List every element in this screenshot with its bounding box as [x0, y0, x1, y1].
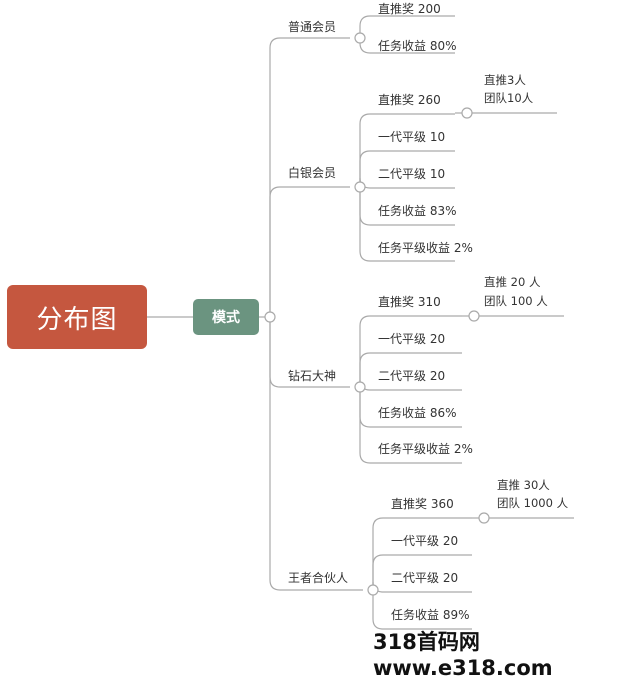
tier-diamond-bonus-0: 直推 20 人	[484, 275, 541, 289]
tier-node-king-partner[interactable]: 王者合伙人	[288, 571, 349, 585]
bonus-junction-2	[468, 310, 480, 322]
bonus-junction-3	[478, 512, 490, 524]
tier-silver-bonus-1: 团队10人	[484, 91, 534, 105]
tier-diamond-item-0: 直推奖 310	[378, 295, 441, 309]
item-connector-3-0	[372, 517, 472, 590]
tier-node-regular-member[interactable]: 普通会员	[288, 20, 337, 34]
tier-silver-bonus-0: 直推3人	[484, 73, 526, 87]
tier-diamond-bonus-1: 团队 100 人	[484, 294, 548, 308]
tier-diamond-item-4: 任务平级收益 2%	[378, 442, 473, 456]
root-node[interactable]: 分布图	[7, 285, 147, 349]
mode-node[interactable]: 模式	[193, 299, 259, 335]
tier-diamond-item-3: 任务收益 86%	[378, 406, 457, 420]
tier-node-silver-member[interactable]: 白银会员	[288, 166, 337, 180]
item-connector-0-0	[359, 15, 455, 38]
tier-junction-1	[354, 181, 366, 193]
watermark: 318首码网 www.e318.com	[373, 630, 620, 680]
tier-connector-3	[269, 317, 363, 591]
tier-silver-item-1: 一代平级 10	[378, 130, 446, 144]
hub-junction	[264, 311, 276, 323]
tier-diamond-item-1: 一代平级 20	[378, 332, 446, 346]
tier-king-bonus-0: 直推 30人	[497, 478, 550, 492]
item-connector-2-1	[359, 352, 462, 387]
item-connector-1-0	[359, 113, 455, 187]
item-connector-2-0	[359, 315, 462, 387]
tier-silver-item-2: 二代平级 10	[378, 167, 446, 181]
tier-diamond-item-2: 二代平级 20	[378, 369, 446, 383]
bonus-junction-1	[461, 107, 473, 119]
item-connector-1-1	[359, 150, 455, 187]
item-connector-1-4	[359, 187, 455, 262]
tier-regular-item-1: 任务收益 80%	[378, 39, 457, 53]
tier-junction-3	[367, 584, 379, 596]
tier-king-bonus-1: 团队 1000 人	[497, 496, 569, 510]
tier-king-item-2: 二代平级 20	[391, 571, 459, 585]
tier-silver-item-3: 任务收益 83%	[378, 204, 457, 218]
tier-regular-item-0: 直推奖 200	[378, 2, 441, 16]
tier-king-item-0: 直推奖 360	[391, 497, 454, 511]
tier-connector-0	[269, 37, 350, 317]
item-connector-3-1	[372, 554, 472, 590]
tier-silver-item-0: 直推奖 260	[378, 93, 441, 107]
tier-silver-item-4: 任务平级收益 2%	[378, 241, 473, 255]
tier-junction-2	[354, 381, 366, 393]
item-connector-3-3	[372, 590, 472, 630]
tier-connector-1	[269, 186, 350, 317]
tier-king-item-1: 一代平级 20	[391, 534, 459, 548]
tier-king-item-3: 任务收益 89%	[391, 608, 470, 622]
tier-node-diamond[interactable]: 钻石大神	[288, 369, 337, 383]
item-connector-2-4	[359, 387, 462, 464]
tier-junction-0	[354, 32, 366, 44]
